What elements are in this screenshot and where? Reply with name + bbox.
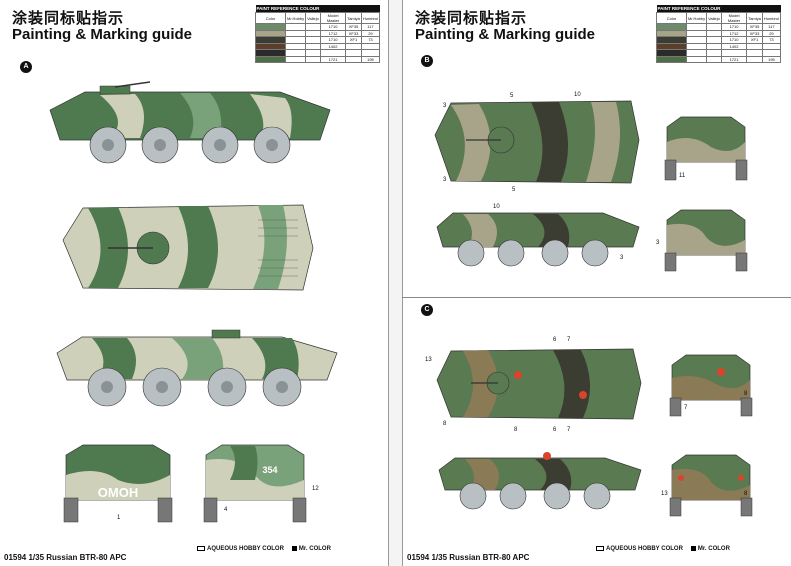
right-page: 涂装同标贴指示 Painting & Marking guide PAINT R… — [402, 0, 791, 566]
vehicle-top-view — [62, 204, 314, 291]
col-header: Vallejo — [305, 12, 321, 24]
legend-mr-label: Mr. COLOR — [298, 546, 331, 552]
vehicle-front-view: ОМОН — [63, 444, 173, 523]
section-divider — [402, 297, 791, 298]
callout-number: 12 — [312, 486, 319, 492]
callout-number: 13 — [661, 491, 668, 497]
col-header: Humbrol — [360, 12, 381, 24]
callout-number: 7 — [684, 405, 688, 411]
col-header: Color — [255, 12, 286, 24]
vehicle-side-view-2 — [56, 329, 338, 407]
vehicle-b-rear-view — [664, 209, 748, 272]
callout-number: 10 — [493, 204, 500, 210]
col-header: Vallejo — [706, 12, 722, 24]
page-footer: 01594 1/35 Russian BTR-80 APC — [407, 553, 530, 562]
callout-number: 8 — [744, 491, 748, 497]
vehicle-side-view-1 — [49, 81, 331, 164]
section-badge-c: C — [421, 304, 433, 316]
page-title-chinese: 涂装同标贴指示 — [12, 9, 125, 27]
callout-number: 7 — [567, 427, 571, 433]
vehicle-c-front-view — [669, 354, 753, 417]
vehicle-b-side-view — [436, 212, 640, 267]
legend-aqueous-label: AQUEOUS HOBBY COLOR — [606, 546, 683, 552]
hull-number: 354 — [262, 465, 277, 475]
callout-number: 11 — [679, 173, 686, 179]
callout-number: 13 — [425, 357, 432, 363]
callout-number: 3 — [656, 240, 660, 246]
vehicle-b-top-view — [434, 100, 640, 184]
page-title-chinese: 涂装同标贴指示 — [415, 9, 528, 27]
callout-number: 5 — [510, 93, 514, 99]
col-header: Model Master — [319, 12, 347, 24]
callout-number: 8 — [744, 391, 748, 397]
page-title: Painting & Marking guide — [12, 26, 193, 43]
table-title: PAINT REFERENCE COLOUR — [255, 5, 380, 13]
legend-mr-label: Mr. COLOR — [697, 546, 730, 552]
table-title: PAINT REFERENCE COLOUR — [656, 5, 781, 13]
paint-legend: AQUEOUS HOBBY COLOR Mr. COLOR — [596, 545, 730, 552]
page-title: Painting & Marking guide — [415, 26, 596, 43]
paint-legend: AQUEOUS HOBBY COLOR Mr. COLOR — [197, 545, 331, 552]
callout-number: 6 — [553, 337, 557, 343]
callout-number: 8 — [514, 427, 518, 433]
page-footer: 01594 1/35 Russian BTR-80 APC — [4, 553, 127, 562]
callout-number: 4 — [224, 507, 228, 513]
callout-number: 3 — [443, 177, 447, 183]
vehicle-c-top-view — [436, 348, 642, 420]
col-header: Color — [656, 12, 687, 24]
callout-number: 10 — [574, 92, 581, 98]
page-gutter — [389, 0, 402, 566]
section-badge-a: A — [20, 61, 32, 73]
col-header: Mr.Hobby — [685, 12, 708, 24]
section-badge-b: B — [421, 55, 433, 67]
left-page: 涂装同标贴指示 Painting & Marking guide PAINT R… — [0, 0, 389, 566]
vehicle-rear-view: 354 — [203, 444, 307, 523]
col-header: Tamiya — [345, 12, 362, 24]
col-header: Mr.Hobby — [284, 12, 307, 24]
col-header: Model Master — [720, 12, 748, 24]
paint-reference-table: PAINT REFERENCE COLOUR Color Mr.Hobby Va… — [255, 5, 381, 63]
callout-number: 7 — [567, 337, 571, 343]
col-header: Humbrol — [761, 12, 782, 24]
vehicle-c-rear-view — [669, 454, 753, 517]
callout-number: 6 — [553, 427, 557, 433]
table-row: 1402 — [255, 42, 381, 50]
callout-number: 3 — [443, 103, 447, 109]
paint-reference-table: PAINT REFERENCE COLOUR Color Mr.Hobby Va… — [656, 5, 782, 63]
col-header: Tamiya — [746, 12, 763, 24]
vehicle-c-side-view — [438, 452, 642, 510]
callout-number: 5 — [512, 187, 516, 193]
callout-number: 1 — [117, 515, 121, 521]
vehicle-b-front-view — [664, 116, 748, 181]
callout-number: 3 — [620, 255, 624, 261]
plate-text: ОМОН — [98, 485, 138, 500]
legend-aqueous-label: AQUEOUS HOBBY COLOR — [207, 546, 284, 552]
callout-number: 8 — [443, 421, 447, 427]
